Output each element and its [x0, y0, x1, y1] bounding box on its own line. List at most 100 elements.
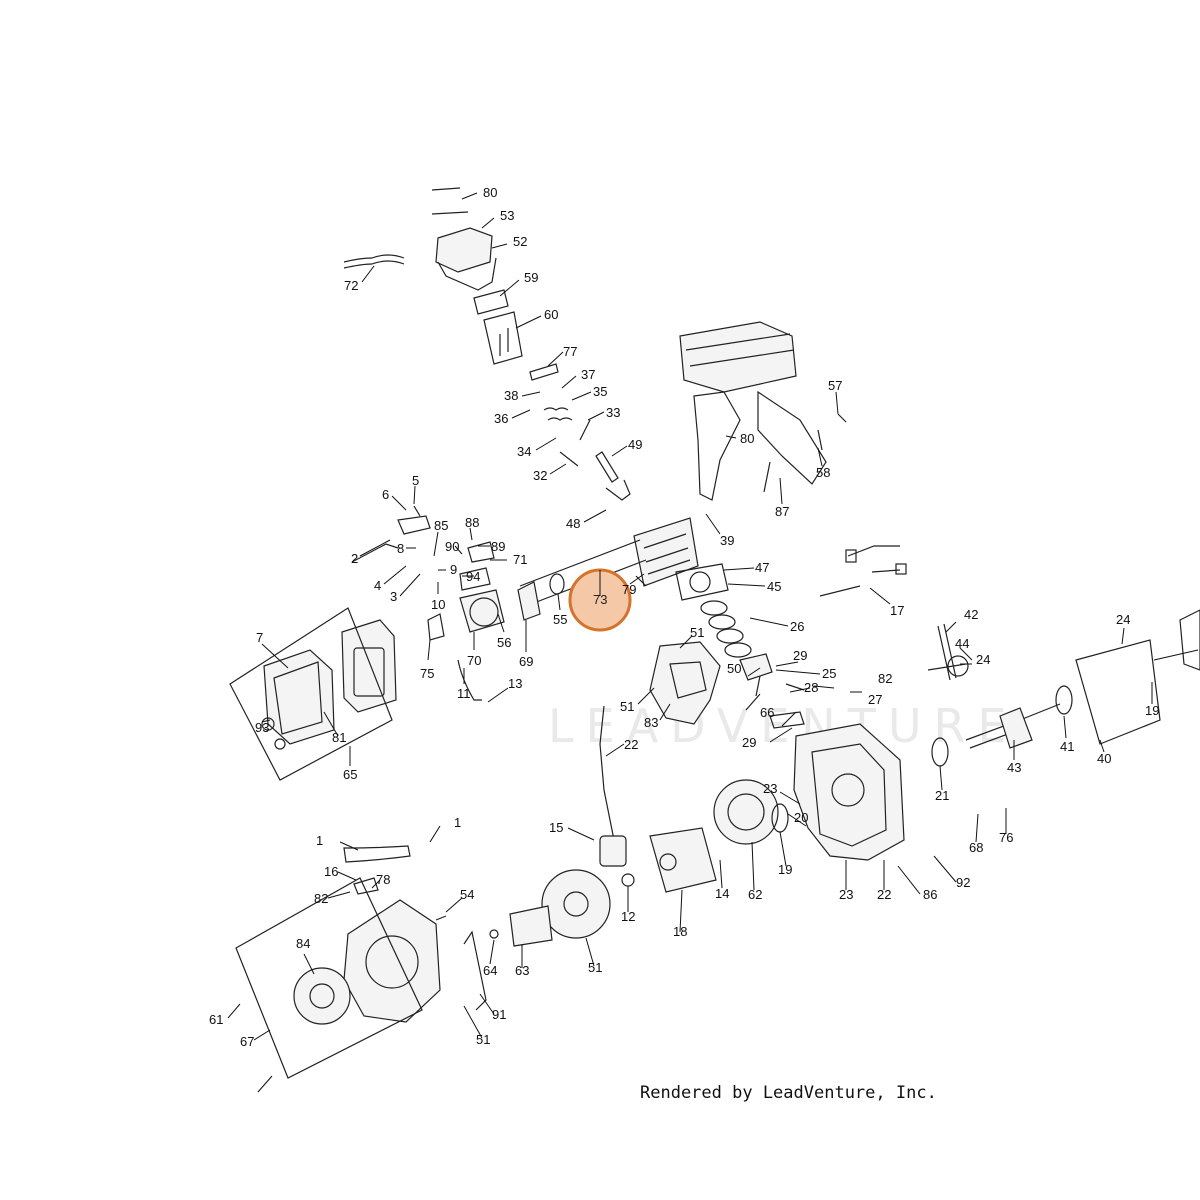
callout-label[interactable]: 66 — [760, 705, 774, 720]
callout-label[interactable]: 86 — [923, 887, 937, 902]
callout-label[interactable]: 72 — [344, 278, 358, 293]
callout-label[interactable]: 12 — [621, 909, 635, 924]
highlighted-callout-73[interactable]: 73 — [568, 568, 632, 632]
callout-label[interactable]: 68 — [969, 840, 983, 855]
callout-label[interactable]: 92 — [956, 875, 970, 890]
callout-label[interactable]: 43 — [1007, 760, 1021, 775]
callout-label[interactable]: 90 — [445, 539, 459, 554]
callout-label[interactable]: 85 — [434, 518, 448, 533]
callout-label[interactable]: 40 — [1097, 751, 1111, 766]
callout-label[interactable]: 27 — [868, 692, 882, 707]
callout-label[interactable]: 69 — [519, 654, 533, 669]
callout-label[interactable]: 78 — [376, 872, 390, 887]
callout-label[interactable]: 44 — [955, 636, 969, 651]
callout-label[interactable]: 76 — [999, 830, 1013, 845]
callout-label[interactable]: 93 — [255, 720, 269, 735]
callout-label[interactable]: 15 — [549, 820, 563, 835]
callout-label[interactable]: 23 — [839, 887, 853, 902]
callout-label[interactable]: 6 — [382, 487, 389, 502]
callout-label[interactable]: 75 — [420, 666, 434, 681]
callout-label[interactable]: 55 — [553, 612, 567, 627]
callout-label[interactable]: 77 — [563, 344, 577, 359]
callout-label[interactable]: 11 — [457, 686, 471, 701]
callout-label[interactable]: 4 — [374, 578, 381, 593]
callout-label[interactable]: 29 — [793, 648, 807, 663]
callout-label[interactable]: 3 — [390, 589, 397, 604]
callout-label[interactable]: 57 — [828, 378, 842, 393]
callout-label[interactable]: 21 — [935, 788, 949, 803]
callout-label[interactable]: 7 — [256, 630, 263, 645]
callout-label[interactable]: 79 — [622, 582, 636, 597]
callout-label[interactable]: 58 — [816, 465, 830, 480]
callout-label[interactable]: 38 — [504, 388, 518, 403]
callout-label[interactable]: 1 — [316, 833, 323, 848]
callout-73-label[interactable]: 73 — [593, 592, 607, 607]
callout-label[interactable]: 26 — [790, 619, 804, 634]
callout-label[interactable]: 63 — [515, 963, 529, 978]
callout-label[interactable]: 19 — [778, 862, 792, 877]
callout-label[interactable]: 37 — [581, 367, 595, 382]
callout-label[interactable]: 82 — [878, 671, 892, 686]
callout-label[interactable]: 89 — [491, 539, 505, 554]
callout-label[interactable]: 10 — [431, 597, 445, 612]
callout-label[interactable]: 13 — [508, 676, 522, 691]
callout-label[interactable]: 24 — [1116, 612, 1130, 627]
callout-label[interactable]: 24 — [976, 652, 990, 667]
callout-label[interactable]: 35 — [593, 384, 607, 399]
callout-label[interactable]: 65 — [343, 767, 357, 782]
callout-label[interactable]: 23 — [763, 781, 777, 796]
callout-label[interactable]: 60 — [544, 307, 558, 322]
callout-label[interactable]: 80 — [483, 185, 497, 200]
callout-label[interactable]: 84 — [296, 936, 310, 951]
callout-label[interactable]: 29 — [742, 735, 756, 750]
callout-label[interactable]: 87 — [775, 504, 789, 519]
callout-label[interactable]: 42 — [964, 607, 978, 622]
callout-label[interactable]: 28 — [804, 680, 818, 695]
callout-label[interactable]: 56 — [497, 635, 511, 650]
callout-label[interactable]: 81 — [332, 730, 346, 745]
callout-label[interactable]: 59 — [524, 270, 538, 285]
callout-label[interactable]: 18 — [673, 924, 687, 939]
callout-label[interactable]: 51 — [476, 1032, 490, 1047]
callout-label[interactable]: 32 — [533, 468, 547, 483]
callout-label[interactable]: 19 — [1145, 703, 1159, 718]
callout-label[interactable]: 47 — [755, 560, 769, 575]
callout-label[interactable]: 64 — [483, 963, 497, 978]
callout-label[interactable]: 67 — [240, 1034, 254, 1049]
callout-label[interactable]: 53 — [500, 208, 514, 223]
callout-label[interactable]: 14 — [715, 886, 729, 901]
callout-label[interactable]: 16 — [324, 864, 338, 879]
callout-label[interactable]: 51 — [620, 699, 634, 714]
callout-label[interactable]: 20 — [794, 810, 808, 825]
callout-label[interactable]: 49 — [628, 437, 642, 452]
callout-label[interactable]: 52 — [513, 234, 527, 249]
callout-label[interactable]: 34 — [517, 444, 531, 459]
callout-label[interactable]: 83 — [644, 715, 658, 730]
callout-label[interactable]: 82 — [314, 891, 328, 906]
callout-label[interactable]: 61 — [209, 1012, 223, 1027]
callout-label[interactable]: 25 — [822, 666, 836, 681]
callout-label[interactable]: 70 — [467, 653, 481, 668]
callout-label[interactable]: 1 — [454, 815, 461, 830]
callout-label[interactable]: 51 — [690, 625, 704, 640]
callout-label[interactable]: 8 — [397, 541, 404, 556]
callout-label[interactable]: 80 — [740, 431, 754, 446]
callout-label[interactable]: 5 — [412, 473, 419, 488]
callout-label[interactable]: 39 — [720, 533, 734, 548]
callout-label[interactable]: 94 — [466, 569, 480, 584]
callout-label[interactable]: 33 — [606, 405, 620, 420]
callout-label[interactable]: 50 — [727, 661, 741, 676]
callout-label[interactable]: 62 — [748, 887, 762, 902]
callout-label[interactable]: 2 — [351, 551, 358, 566]
callout-label[interactable]: 45 — [767, 579, 781, 594]
callout-label[interactable]: 71 — [513, 552, 527, 567]
callout-label[interactable]: 36 — [494, 411, 508, 426]
callout-label[interactable]: 54 — [460, 887, 474, 902]
callout-label[interactable]: 41 — [1060, 739, 1074, 754]
callout-label[interactable]: 9 — [450, 562, 457, 577]
callout-label[interactable]: 22 — [877, 887, 891, 902]
callout-label[interactable]: 17 — [890, 603, 904, 618]
callout-label[interactable]: 22 — [624, 737, 638, 752]
callout-label[interactable]: 88 — [465, 515, 479, 530]
callout-label[interactable]: 48 — [566, 516, 580, 531]
